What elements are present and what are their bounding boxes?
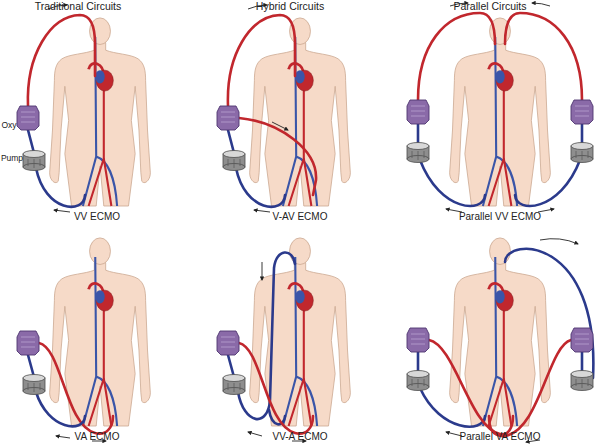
circuit-name: V-AV ECMO <box>273 211 328 222</box>
circuit-name: Parallel VA ECMO <box>460 431 541 442</box>
return-cannula <box>418 13 495 100</box>
oxygenator <box>571 100 593 124</box>
patient-body <box>50 238 151 426</box>
column-heading: Hybrid Circuits <box>256 1 324 13</box>
return-cannula <box>239 343 313 434</box>
drainage-cannula <box>505 249 593 378</box>
blood-pump <box>571 371 593 391</box>
oxygenators <box>17 100 593 355</box>
flow-arrow <box>56 436 70 438</box>
blood-pump <box>407 143 429 163</box>
circuit-name: Parallel VV ECMO <box>459 211 541 222</box>
blood-pump <box>571 143 593 163</box>
flow-arrow <box>54 210 70 212</box>
drainage-cannula <box>515 160 580 206</box>
return-cannula <box>228 15 295 106</box>
pump-to-oxy-tube <box>28 130 34 153</box>
flow-arrow <box>262 262 263 280</box>
part-label: Oxy <box>1 121 16 130</box>
column-heading: Parallel Circuits <box>454 1 527 13</box>
oxygenator <box>571 328 593 352</box>
drainage-cannula <box>236 168 285 207</box>
flow-arrow <box>254 210 270 212</box>
patient-body <box>450 238 551 426</box>
circuit-tubing <box>28 13 593 436</box>
oxygenator <box>17 331 39 355</box>
oxygenator <box>407 328 429 352</box>
pump-to-oxy-tube <box>418 352 582 373</box>
oxygenator <box>217 331 239 355</box>
blood-pump <box>23 375 45 395</box>
circuit-name: VV-A ECMO <box>272 431 327 442</box>
oxygenator <box>217 106 239 130</box>
blood-pump <box>223 375 245 395</box>
drainage-cannula <box>36 168 85 207</box>
pump-to-oxy-tube <box>418 124 582 145</box>
return-cannula <box>28 15 95 106</box>
pump-to-oxy-tube <box>228 355 234 377</box>
drainage-cannula <box>420 160 485 206</box>
circuit-name: VA ECMO <box>75 431 120 442</box>
return-cannula <box>505 13 582 100</box>
drainage-cannula <box>36 392 85 426</box>
flow-arrow <box>248 432 262 436</box>
oxygenator <box>17 106 39 130</box>
flow-arrow <box>532 3 550 6</box>
return-cannula <box>429 340 513 434</box>
column-heading: Traditional Circuits <box>35 1 122 13</box>
patient-body <box>450 18 551 206</box>
flow-arrow <box>272 122 288 130</box>
patient-body <box>250 238 351 426</box>
return-cannula <box>489 340 571 436</box>
oxygenator <box>407 100 429 124</box>
return-cannula <box>39 343 113 434</box>
return-cannula <box>239 118 316 195</box>
flow-arrow <box>540 239 578 244</box>
pump-to-oxy-tube <box>228 130 234 153</box>
pump-to-oxy-tube <box>28 355 34 377</box>
blood-pump <box>23 151 45 171</box>
blood-pump <box>407 371 429 391</box>
patient-body <box>50 18 151 206</box>
patient-body <box>250 18 351 206</box>
part-label: Pump <box>1 154 23 163</box>
pumps <box>23 143 593 395</box>
blood-pump <box>223 151 245 171</box>
drainage-cannula <box>420 388 485 427</box>
flow-arrows <box>48 3 578 442</box>
circuit-name: VV ECMO <box>74 211 120 222</box>
patient-figures <box>50 18 551 426</box>
